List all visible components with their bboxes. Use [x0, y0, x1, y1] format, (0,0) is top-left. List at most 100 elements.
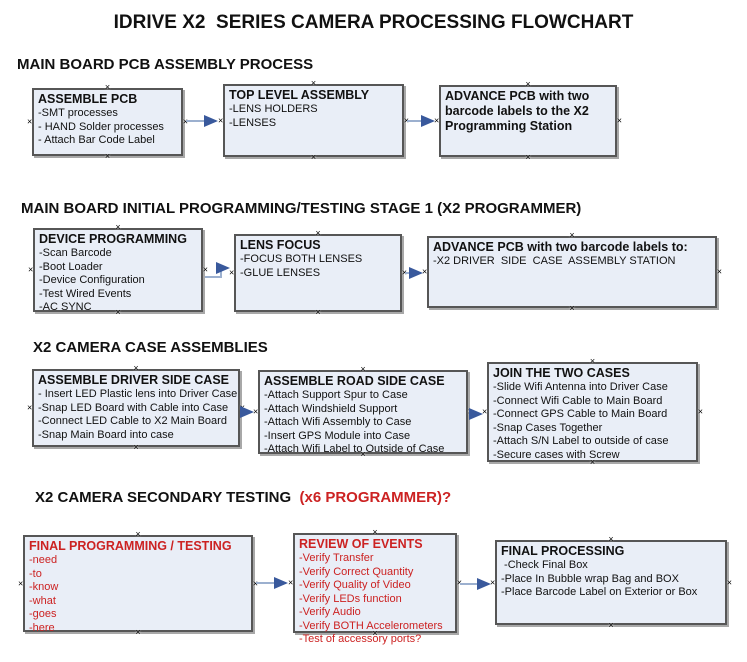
- connection-point-icon: ×: [608, 534, 614, 544]
- connection-point-icon: ×: [697, 406, 703, 417]
- connection-point-icon: ×: [202, 264, 208, 275]
- box-title: ASSEMBLE PCB: [38, 92, 138, 106]
- box-item: -what: [29, 594, 56, 607]
- box-item: -Insert GPS Module into Case: [264, 429, 411, 442]
- connection-point-icon: ×: [27, 116, 33, 127]
- box-item: -know: [29, 581, 59, 593]
- box-item: -LENS HOLDERS: [229, 103, 318, 115]
- connection-point-icon: ×: [401, 267, 407, 278]
- box-title: REVIEW OF EVENTS: [299, 537, 423, 551]
- section-header-pcb-assembly: MAIN BOARD PCB ASSEMBLY PROCESS: [17, 56, 314, 73]
- box-title: FINAL PROGRAMMING / TESTING: [29, 539, 232, 553]
- box-item: -Verify LEDs function: [299, 592, 402, 605]
- connection-point-icon: ×: [467, 406, 473, 417]
- connection-point-icon: ×: [372, 527, 378, 537]
- connection-point-icon: ×: [315, 228, 321, 238]
- box-item: - Attach Bar Code Label: [38, 134, 155, 146]
- box-item: -Verify Quality of Video: [299, 579, 411, 591]
- box-item: -Check Final Box: [501, 559, 588, 571]
- section-header-secondary-testing-black: X2 CAMERA SECONDARY TESTING: [35, 489, 300, 506]
- box-title: ADVANCE PCB with two barcode labels to:: [433, 240, 688, 254]
- box-item: -Verify Transfer: [299, 552, 374, 564]
- connection-point-icon: ×: [525, 79, 531, 89]
- box-items: - Insert LED Plastic lens into Driver Ca…: [38, 388, 238, 442]
- connection-point-icon: ×: [434, 115, 440, 126]
- box-item: -Test of accessory ports?: [299, 633, 422, 645]
- connection-point-icon: ×: [403, 115, 409, 125]
- box-item: -here: [29, 621, 55, 634]
- section-header-case-assemblies: X2 CAMERA CASE ASSEMBLIES: [33, 339, 268, 356]
- connection-point-icon: ×: [422, 266, 428, 277]
- box-item: -Attach Support Spur to Case: [264, 389, 408, 401]
- connection-point-icon: ×: [28, 264, 34, 275]
- box-title: FINAL PROCESSING: [501, 544, 625, 558]
- box-item: -SMT processes: [38, 107, 118, 119]
- connection-point-icon: ×: [525, 152, 531, 162]
- connection-point-icon: ×: [315, 307, 321, 317]
- flow-box-lens-focus: LENS FOCUS -FOCUS BOTH LENSES-GLUE LENSE…: [229, 229, 407, 317]
- box-item: -Snap Main Board into case: [38, 428, 174, 441]
- box-item: -Connect Wifi Cable to Main Board: [493, 394, 663, 407]
- box-items: -LENS HOLDERS-LENSES: [229, 103, 398, 130]
- section-header-secondary-testing: X2 CAMERA SECONDARY TESTING (x6 PROGRAMM…: [35, 489, 451, 506]
- connection-point-icon: ×: [569, 303, 575, 313]
- flow-box-assemble-driver-side-case: ASSEMBLE DRIVER SIDE CASE - Insert LED P…: [27, 364, 245, 452]
- connection-point-icon: ×: [726, 577, 732, 587]
- section-header-secondary-testing-red: (x6 PROGRAMMER)?: [299, 489, 452, 506]
- box-item: -Attach S/N Label to outside of case: [493, 435, 669, 447]
- box-item: -Attach Wifi Label to Outside of Case: [264, 443, 445, 455]
- box-item: -X2 DRIVER SIDE CASE ASSEMBLY STATION: [433, 255, 676, 267]
- box-item: -need: [29, 554, 58, 566]
- box-item: -GLUE LENSES: [240, 266, 321, 279]
- connection-point-icon: ×: [182, 116, 188, 127]
- flow-box-final-processing: FINAL PROCESSING -Check Final Box-Place …: [490, 535, 732, 630]
- box-item: -Place Barcode Label on Exterior or Box: [501, 586, 698, 598]
- connection-point-icon: ×: [253, 406, 259, 417]
- connection-point-icon: ×: [456, 577, 462, 588]
- connection-point-icon: ×: [135, 529, 141, 539]
- connection-point-icon: ×: [310, 78, 317, 88]
- flow-box-assemble-pcb: ASSEMBLE PCB -SMT processes- HAND Solder…: [27, 83, 188, 161]
- box-item: -Secure cases with Screw: [493, 448, 620, 461]
- connection-point-icon: ×: [133, 442, 139, 452]
- box-item: -Attach Windshield Support: [264, 402, 398, 415]
- box-items: -X2 DRIVER SIDE CASE ASSEMBLY STATION: [433, 255, 711, 269]
- box-item: -Place In Bubble wrap Bag and BOX: [501, 572, 679, 585]
- connection-point-icon: ×: [608, 620, 614, 630]
- box-items: -Scan Barcode-Boot Loader-Device Configu…: [39, 247, 197, 315]
- connection-point-icon: ×: [239, 402, 245, 413]
- box-title: JOIN THE TWO CASES: [493, 366, 630, 380]
- connection-point-icon: ×: [104, 151, 111, 161]
- box-title: ADVANCE PCB with two barcode labels to t…: [445, 89, 590, 133]
- box-item: -Scan Barcode: [39, 247, 112, 259]
- connection-point-icon: ×: [360, 364, 366, 374]
- box-item: -Verify Correct Quantity: [299, 565, 414, 578]
- connection-point-icon: ×: [18, 578, 24, 588]
- box-items: -need-to-know-what-goes-here: [29, 554, 247, 635]
- connection-point-icon: ×: [616, 115, 622, 126]
- box-item: -FOCUS BOTH LENSES: [240, 253, 363, 265]
- flow-box-advance-pcb-to-programming: ADVANCE PCB with two barcode labels to t…: [434, 80, 622, 162]
- flow-box-assemble-road-side-case: ASSEMBLE ROAD SIDE CASE -Attach Support …: [253, 365, 473, 459]
- box-item: -Boot Loader: [39, 260, 103, 273]
- box-title: LENS FOCUS: [240, 238, 321, 252]
- section-header-initial-programming: MAIN BOARD INITIAL PROGRAMMING/TESTING S…: [21, 200, 582, 217]
- box-items: -Check Final Box-Place In Bubble wrap Ba…: [501, 559, 721, 600]
- box-items: -FOCUS BOTH LENSES-GLUE LENSES: [240, 253, 396, 280]
- connection-point-icon: ×: [218, 115, 224, 125]
- box-item: - Insert LED Plastic lens into Driver Ca…: [38, 388, 238, 400]
- box-item: -Connect LED Cable to X2 Main Board: [38, 415, 227, 427]
- box-item: -goes: [29, 608, 57, 620]
- flow-box-join-the-two-cases: JOIN THE TWO CASES -Slide Wifi Antenna i…: [482, 357, 703, 467]
- box-items: -Slide Wifi Antenna into Driver Case-Con…: [493, 381, 692, 462]
- connection-point-icon: ×: [569, 230, 575, 240]
- box-items: -Verify Transfer-Verify Correct Quantity…: [299, 552, 451, 647]
- box-items: -Attach Support Spur to Case-Attach Wind…: [264, 389, 462, 457]
- box-item: -Attach Wifi Assembly to Case: [264, 416, 412, 428]
- box-title: DEVICE PROGRAMMING: [39, 232, 187, 246]
- page-title: IDRIVE X2 SERIES CAMERA PROCESSING FLOWC…: [113, 12, 634, 33]
- box-item: -Device Configuration: [39, 274, 145, 286]
- connection-point-icon: ×: [716, 266, 722, 277]
- box-item: -Snap Cases Together: [493, 421, 603, 434]
